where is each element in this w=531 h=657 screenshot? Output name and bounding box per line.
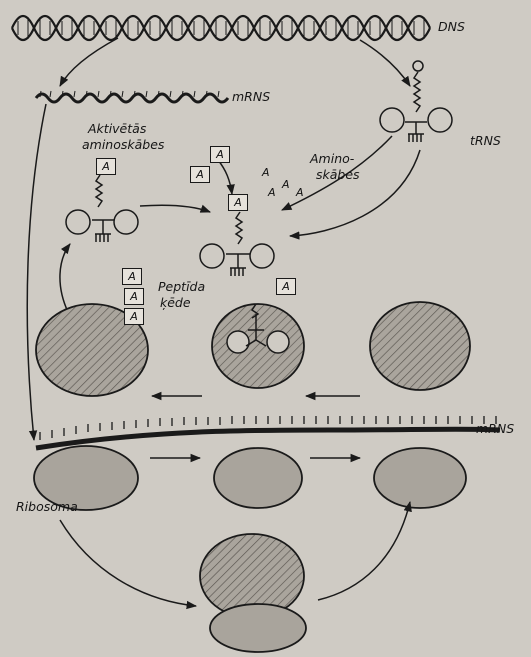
label-dns: DNS (438, 20, 465, 34)
peptide-amino-box: A (124, 288, 144, 305)
mrna-strand-main (36, 416, 500, 448)
trna-loaded-center (200, 212, 274, 276)
amino-acid-box: A (190, 166, 210, 183)
label-activated-line2: aminoskābes (82, 138, 164, 152)
ribosome-right (370, 302, 470, 508)
ribosome-left (34, 304, 148, 510)
amino-acid-box-left-trna: A (96, 158, 116, 175)
label-mrns-top: mRNS (232, 90, 270, 104)
label-amino-line1: Amino- (310, 152, 354, 166)
arrow-left-trna-to-center (140, 205, 210, 212)
label-peptide-line1: Peptīda (158, 280, 205, 294)
amino-acid-box: A (210, 146, 230, 163)
peptide-amino-box: A (122, 268, 142, 285)
dna-helix (12, 16, 430, 40)
ribosome-center (212, 304, 304, 508)
amino-acid-box-docked: A (276, 278, 296, 295)
ribosome-free (200, 534, 306, 652)
label-trns: tRNS (470, 134, 501, 148)
label-activated-line1: Aktivētās (88, 122, 146, 136)
label-peptide-line2: ķēde (160, 296, 191, 310)
label-amino-line2: skābes (316, 168, 360, 182)
mrna-strand-top (36, 91, 228, 102)
trna-free (380, 61, 452, 142)
arrow-recycle-ribosome (318, 502, 410, 600)
free-amino-acid: A (268, 186, 276, 199)
label-ribosome: Ribosoma (16, 500, 78, 514)
free-amino-acid: A (296, 186, 304, 199)
label-mrns-strand: mRNS (476, 422, 514, 436)
arrow-mrna-to-strand (27, 104, 46, 440)
amino-acid-box-center-trna: A (228, 194, 248, 211)
arrow-dna-to-trna (360, 40, 410, 86)
free-amino-acid: A (262, 166, 270, 179)
free-amino-acid: A (282, 178, 290, 191)
arrow-dna-to-mrna (60, 38, 118, 86)
arrow-ribosome-to-left-trna (60, 244, 70, 312)
arrow-aminos-to-trna (218, 160, 232, 194)
trna-loaded-left (66, 175, 138, 242)
arrow-release-ribosome (60, 520, 196, 606)
peptide-amino-box: A (124, 308, 144, 325)
